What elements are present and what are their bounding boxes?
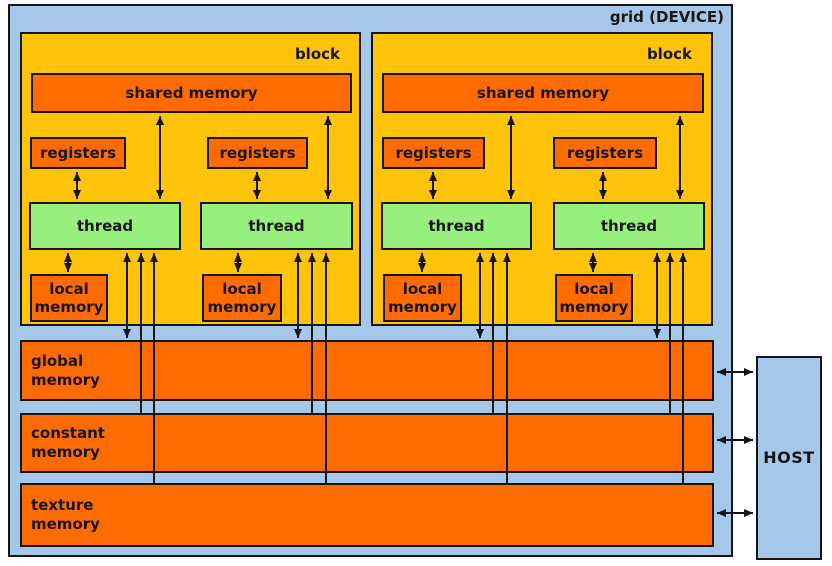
thread-2-2: thread <box>553 202 705 250</box>
texture-memory-bar: texture memory <box>20 483 714 547</box>
registers-2-2: registers <box>553 137 657 169</box>
local-memory-2-2: local memory <box>555 274 633 322</box>
global-memory-bar: global memory <box>20 340 714 401</box>
grid-device-label: grid (DEVICE) <box>609 8 724 26</box>
thread-2-1: thread <box>381 202 532 250</box>
shared-memory-2: shared memory <box>382 73 704 113</box>
registers-1-2: registers <box>207 137 308 169</box>
thread-1-2: thread <box>200 202 353 250</box>
global-memory-label: global memory <box>31 351 100 389</box>
local-memory-2-1: local memory <box>383 274 462 322</box>
host-box: HOST <box>756 356 822 560</box>
block-2-label: block <box>646 45 692 63</box>
local-memory-1-1: local memory <box>30 274 108 322</box>
registers-1-1: registers <box>30 137 126 169</box>
constant-memory-label: constant memory <box>31 424 105 461</box>
registers-2-1: registers <box>382 137 485 169</box>
local-memory-1-2: local memory <box>202 274 282 322</box>
texture-memory-label: texture memory <box>31 496 100 533</box>
constant-memory-bar: constant memory <box>20 413 714 473</box>
thread-1-1: thread <box>29 202 181 250</box>
block-1-label: block <box>294 45 340 63</box>
shared-memory-1: shared memory <box>31 73 352 113</box>
